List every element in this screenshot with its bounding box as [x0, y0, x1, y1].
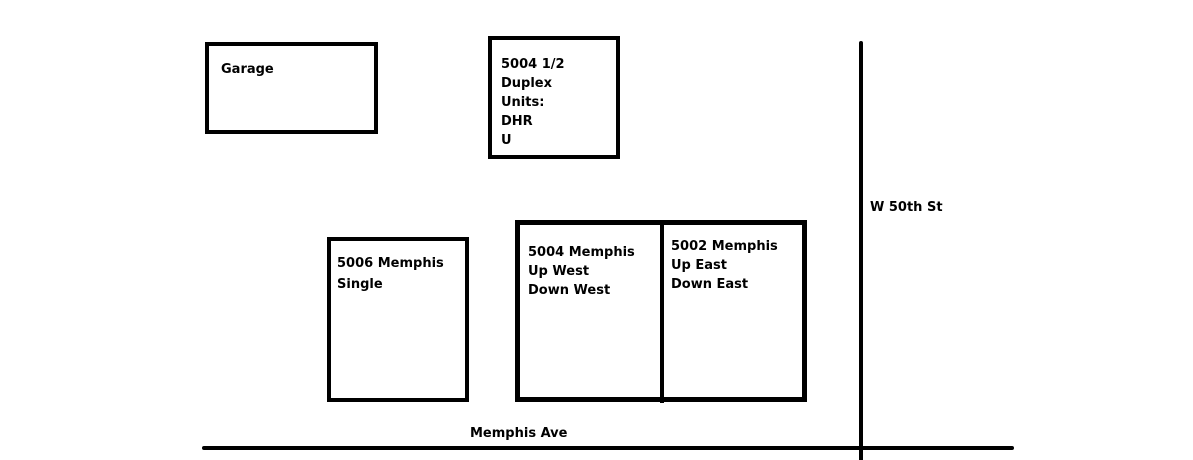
label-line: 5006 Memphis	[337, 256, 444, 271]
label-line: U	[501, 133, 512, 148]
duplex-5004-half-label: 5004 1/2 Duplex Units: DHR U	[501, 55, 565, 150]
garage-building: Garage	[205, 42, 378, 134]
label-line: 5004 1/2	[501, 57, 565, 72]
w-50th-st-line	[859, 41, 863, 460]
single-5006-label: 5006 Memphis Single	[337, 253, 444, 295]
garage-label-line: Garage	[221, 62, 274, 77]
label-line: Duplex	[501, 76, 553, 91]
label-line: 5004 Memphis	[528, 245, 635, 260]
label-line: Up West	[528, 264, 590, 279]
label-line: Single	[337, 277, 383, 292]
single-5006-building: 5006 Memphis Single	[327, 237, 469, 402]
label-line: 5002 Memphis	[671, 239, 778, 254]
unit-divider-line	[660, 222, 664, 403]
unit-5002-label: 5002 Memphis Up East Down East	[671, 237, 778, 294]
unit-5004-label: 5004 Memphis Up West Down West	[528, 243, 635, 300]
memphis-ave-label: Memphis Ave	[470, 426, 568, 441]
duplex-5004-half-building: 5004 1/2 Duplex Units: DHR U	[488, 36, 620, 159]
label-line: Down West	[528, 283, 611, 298]
label-line: Down East	[671, 277, 749, 292]
w-50th-st-label: W 50th St	[870, 200, 943, 215]
label-line: DHR	[501, 114, 533, 129]
garage-label: Garage	[221, 60, 274, 79]
label-line: Up East	[671, 258, 727, 273]
memphis-ave-line	[202, 446, 1014, 450]
label-line: Units:	[501, 95, 545, 110]
